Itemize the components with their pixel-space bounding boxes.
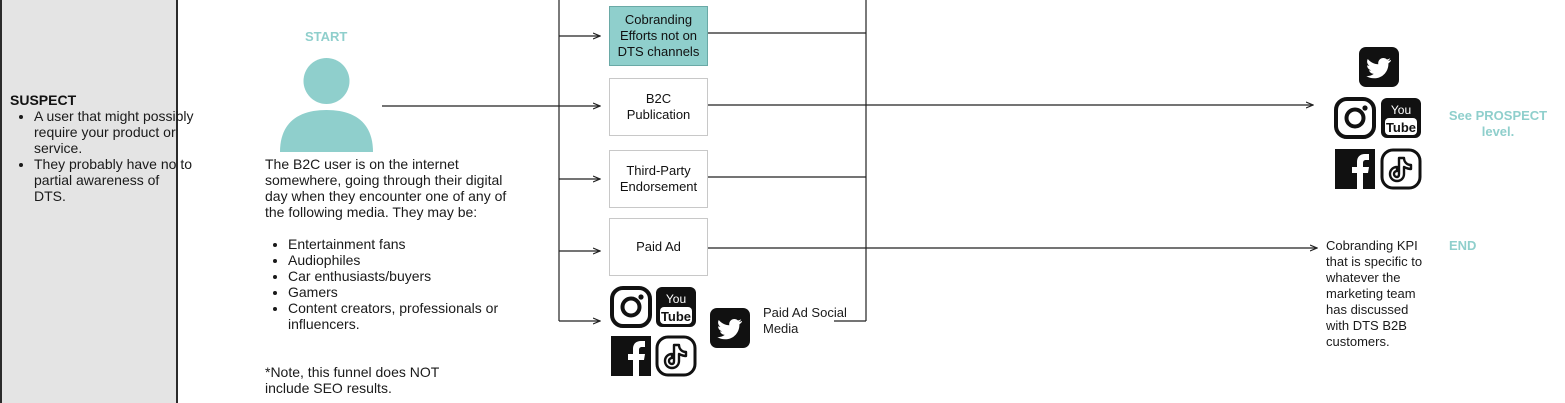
youtube-icon bbox=[1380, 97, 1422, 139]
tiktok-icon bbox=[655, 335, 697, 377]
start-label: START bbox=[305, 29, 348, 44]
kpi-description: Cobranding KPI that is specific to whate… bbox=[1326, 238, 1423, 349]
audience-item: Gamers bbox=[288, 284, 548, 300]
twitter-icon bbox=[1358, 46, 1400, 88]
audience-item: Car enthusiasts/buyers bbox=[288, 268, 548, 284]
facebook-icon bbox=[610, 335, 652, 377]
swimlane-bullets: A user that might possibly require your … bbox=[12, 108, 194, 204]
audience-item: Content creators, professionals or influ… bbox=[288, 300, 548, 332]
paid-social-label: Paid Ad Social Media bbox=[763, 305, 847, 336]
third-party-endorsement-box: Third-Party Endorsement bbox=[609, 150, 708, 208]
twitter-icon bbox=[709, 307, 751, 349]
end-label: END bbox=[1449, 238, 1477, 253]
swimlane-bullet: A user that might possibly require your … bbox=[34, 108, 194, 156]
swimlane bbox=[0, 0, 178, 403]
instagram-icon bbox=[610, 286, 652, 328]
audience-item: Audiophiles bbox=[288, 252, 548, 268]
instagram-icon bbox=[1334, 97, 1376, 139]
cobranding-box: Cobranding Efforts not on DTS channels bbox=[609, 6, 708, 66]
tiktok-icon bbox=[1380, 148, 1422, 190]
swimlane-title: SUSPECT bbox=[10, 92, 77, 108]
facebook-icon bbox=[1334, 148, 1376, 190]
audience-list: Entertainment fans Audiophiles Car enthu… bbox=[265, 236, 548, 332]
paid-ad-box: Paid Ad bbox=[609, 218, 708, 276]
see-prospect-link[interactable]: See PROSPECT level. bbox=[1448, 108, 1548, 139]
swimlane-bullet: They probably have no to partial awarene… bbox=[34, 156, 194, 204]
b2c-publication-box: B2C Publication bbox=[609, 78, 708, 136]
person-icon bbox=[280, 58, 373, 152]
youtube-icon bbox=[655, 286, 697, 328]
audience-item: Entertainment fans bbox=[288, 236, 548, 252]
user-description: The B2C user is on the internet somewher… bbox=[265, 156, 507, 220]
seo-note: *Note, this funnel does NOT include SEO … bbox=[265, 364, 440, 396]
